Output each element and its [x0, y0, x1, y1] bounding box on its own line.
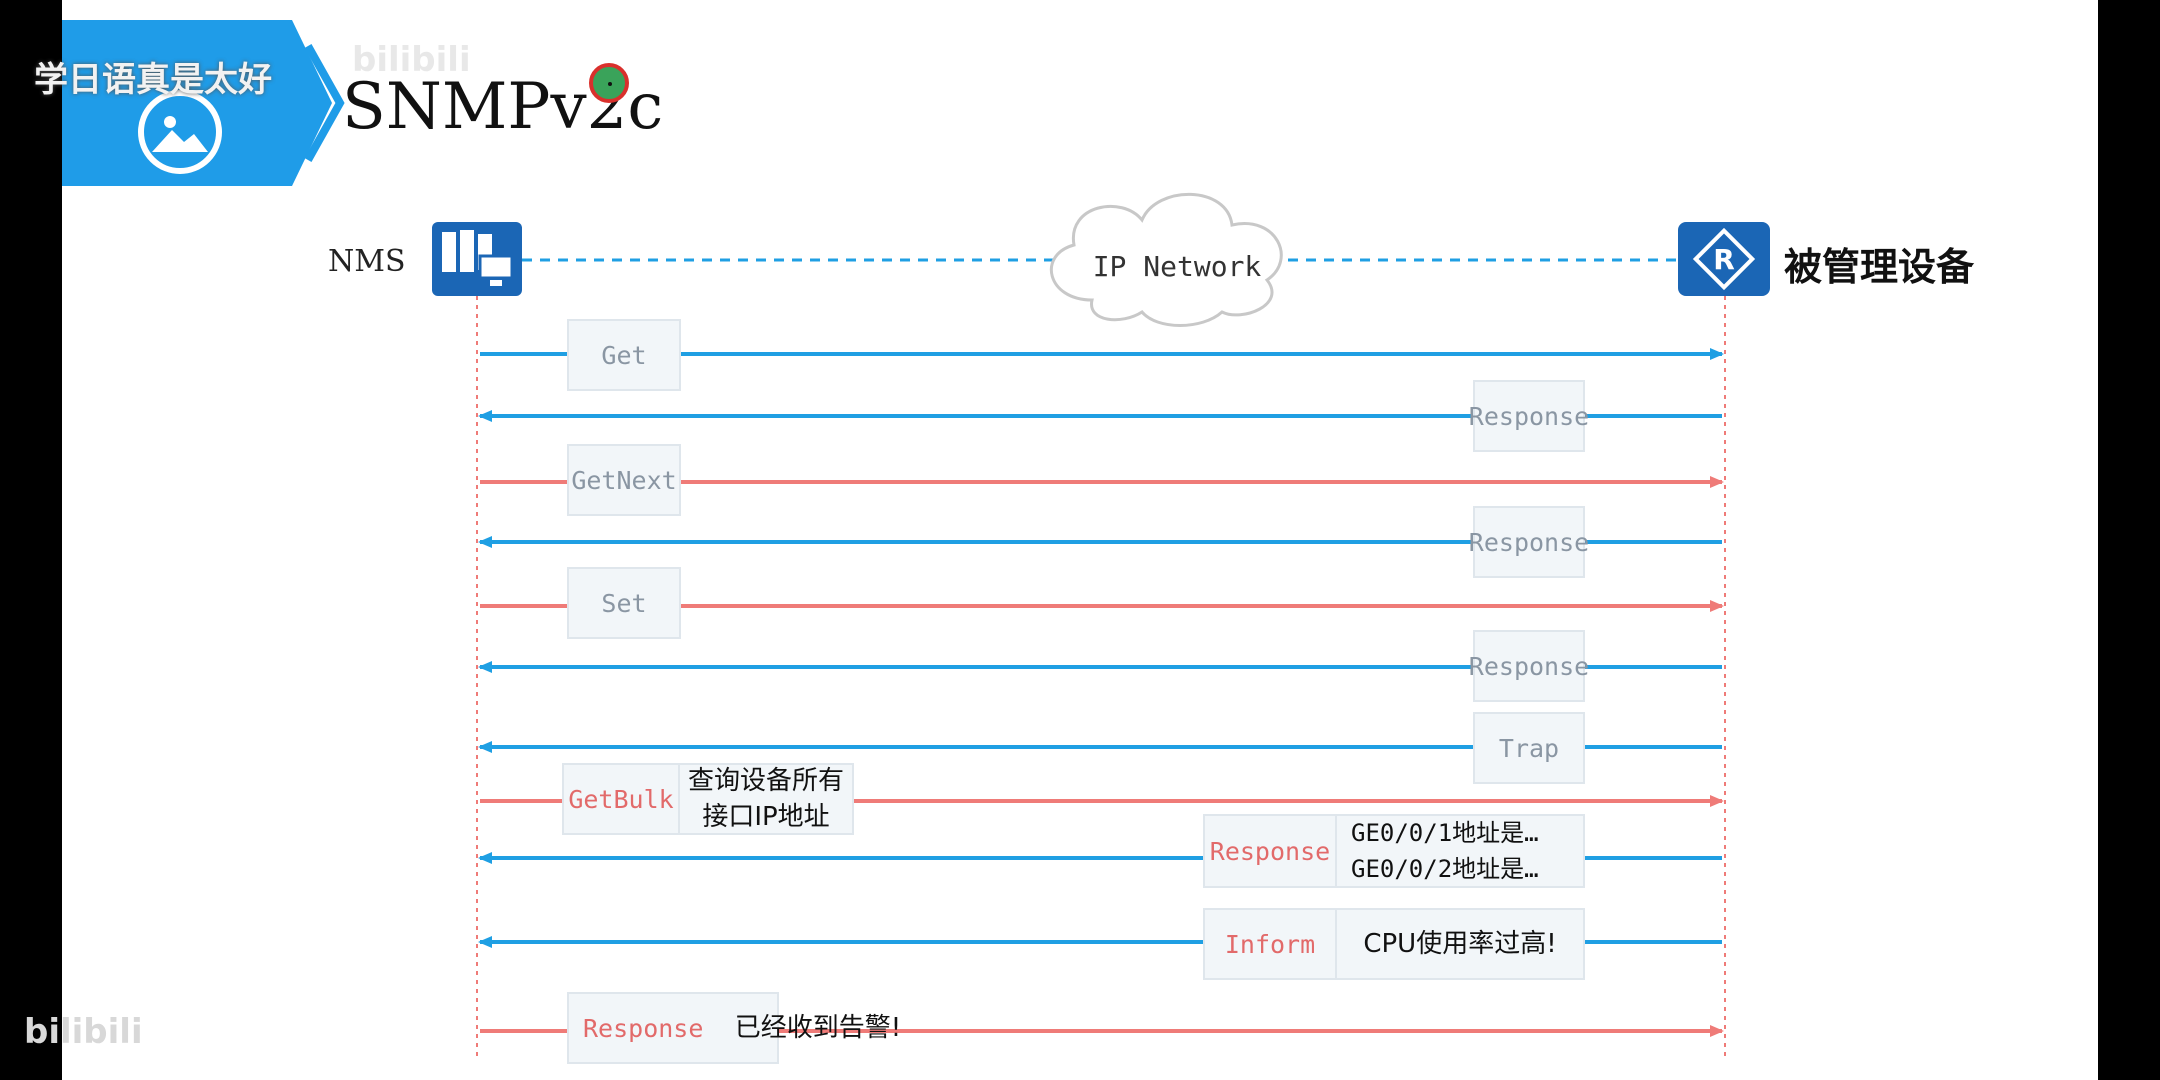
message-box-response: Response	[1469, 380, 1589, 452]
message-box-get: Get	[567, 319, 681, 391]
slide: SNMPv2c bilibili NMS IP Network R 被管理设备 …	[62, 0, 2098, 1080]
arrowhead-icon	[1710, 795, 1724, 807]
chevron-right-icon	[304, 44, 345, 162]
arrowhead-icon	[1710, 600, 1724, 612]
message-box-response: Response	[1469, 630, 1589, 702]
message-box-response: Response	[1469, 506, 1589, 578]
arrowhead-icon	[478, 536, 492, 548]
message-note-response-bulk: GE0/0/1地址是…GE0/0/2地址是…	[1335, 814, 1585, 888]
message-box-set: Set	[567, 567, 681, 639]
message-note-inform: CPU使用率过高!	[1335, 908, 1585, 980]
picture-icon	[138, 90, 222, 174]
message-box-getnext: GetNext	[567, 444, 681, 516]
sequence-diagram	[476, 192, 1726, 1060]
arrowhead-icon	[478, 852, 492, 864]
arrowhead-icon	[478, 741, 492, 753]
pointer-dot	[589, 63, 629, 103]
message-box-getbulk: GetBulk	[562, 763, 680, 835]
router-icon-glyph: R	[1713, 243, 1735, 276]
arrowhead-icon	[1710, 348, 1724, 360]
router-icon: R	[1678, 222, 1770, 296]
server-icon	[432, 222, 522, 296]
watermark-top: bilibili	[352, 40, 471, 80]
channel-title: 学日语真是太好	[34, 60, 272, 100]
arrowhead-icon	[1710, 1025, 1724, 1037]
network-label: IP Network	[1092, 250, 1262, 283]
arrowhead-icon	[478, 661, 492, 673]
message-box-inform: Inform	[1203, 908, 1337, 980]
device-label: 被管理设备	[1784, 245, 1975, 289]
message-box-response-bulk: Response	[1203, 814, 1337, 888]
message-box-response-ack: Response	[567, 992, 779, 1064]
arrowhead-icon	[1710, 476, 1724, 488]
message-note-getbulk: 查询设备所有接口IP地址	[678, 763, 854, 835]
message-note-response-ack: 已经收到告警!	[734, 1013, 902, 1043]
watermark-bottom: bilibili	[24, 1012, 143, 1052]
arrowhead-icon	[478, 410, 492, 422]
message-box-trap: Trap	[1473, 712, 1585, 784]
arrowhead-icon	[478, 936, 492, 948]
title-banner	[62, 20, 292, 186]
cloud-icon	[1049, 192, 1283, 327]
nms-label: NMS	[328, 244, 406, 279]
